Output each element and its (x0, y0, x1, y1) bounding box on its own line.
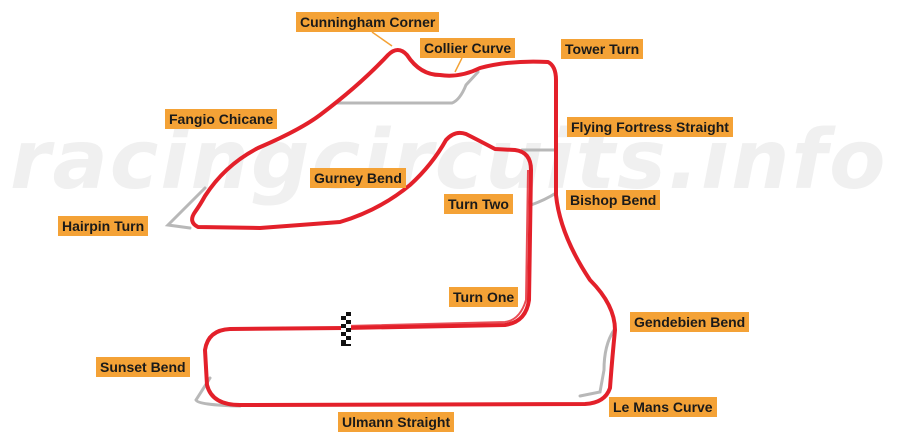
label-tower-turn: Tower Turn (561, 39, 644, 59)
label-gurney-bend: Gurney Bend (310, 168, 406, 188)
label-le-mans-curve: Le Mans Curve (609, 397, 717, 417)
label-leaders (371, 31, 463, 73)
label-turn-one: Turn One (449, 287, 519, 307)
label-ulmann-straight: Ulmann Straight (338, 412, 455, 432)
label-bishop-bend: Bishop Bend (566, 190, 661, 210)
watermark: racingcircuits.info (10, 113, 887, 208)
label-cunningham-corner: Cunningham Corner (296, 12, 440, 32)
start-finish-line-icon (341, 312, 351, 346)
label-flying-fortress-straight: Flying Fortress Straight (567, 117, 733, 137)
label-collier-curve: Collier Curve (420, 38, 516, 58)
track-layout (190, 48, 617, 407)
label-hairpin-turn: Hairpin Turn (58, 216, 149, 236)
label-fangio-chicane: Fangio Chicane (165, 109, 278, 129)
label-turn-two: Turn Two (444, 194, 513, 214)
label-sunset-bend: Sunset Bend (96, 357, 190, 377)
label-gendebien-bend: Gendebien Bend (630, 312, 750, 332)
